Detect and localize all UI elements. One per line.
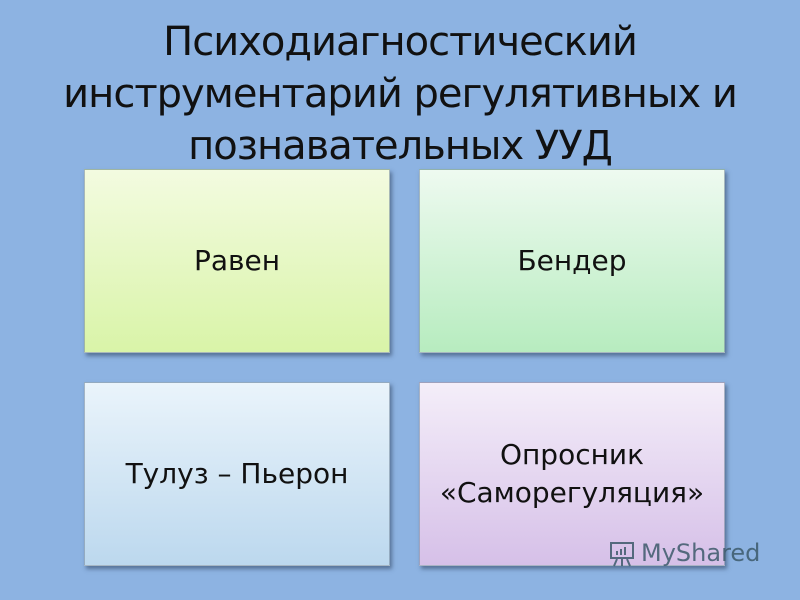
box-toulouse-pieron: Тулуз – Пьерон: [84, 382, 390, 566]
title-line-3: познавательных УУД: [188, 123, 613, 169]
presentation-board-icon: [610, 542, 634, 567]
watermark: MyShared: [607, 538, 760, 568]
box-label: Тулуз – Пьерон: [125, 457, 349, 490]
box-label: Равен: [193, 244, 281, 277]
box-self-regulation-questionnaire: Опросник «Саморегуляция»: [419, 382, 725, 566]
box-label: Опросник «Саморегуляция»: [440, 436, 704, 512]
box-bender: Бендер: [419, 169, 725, 353]
watermark-text: MyShared: [641, 539, 761, 567]
box-label-line-1: Опросник: [499, 438, 645, 471]
box-raven: Равен: [84, 169, 390, 353]
box-label: Бендер: [517, 244, 627, 277]
title-line-1: Психодиагностический: [163, 19, 638, 65]
title-line-2: инструментарий регулятивных и: [63, 71, 738, 117]
box-label-line-2: «Саморегуляция»: [439, 476, 705, 509]
slide-title: Психодиагностический инструментарий регу…: [60, 16, 740, 172]
